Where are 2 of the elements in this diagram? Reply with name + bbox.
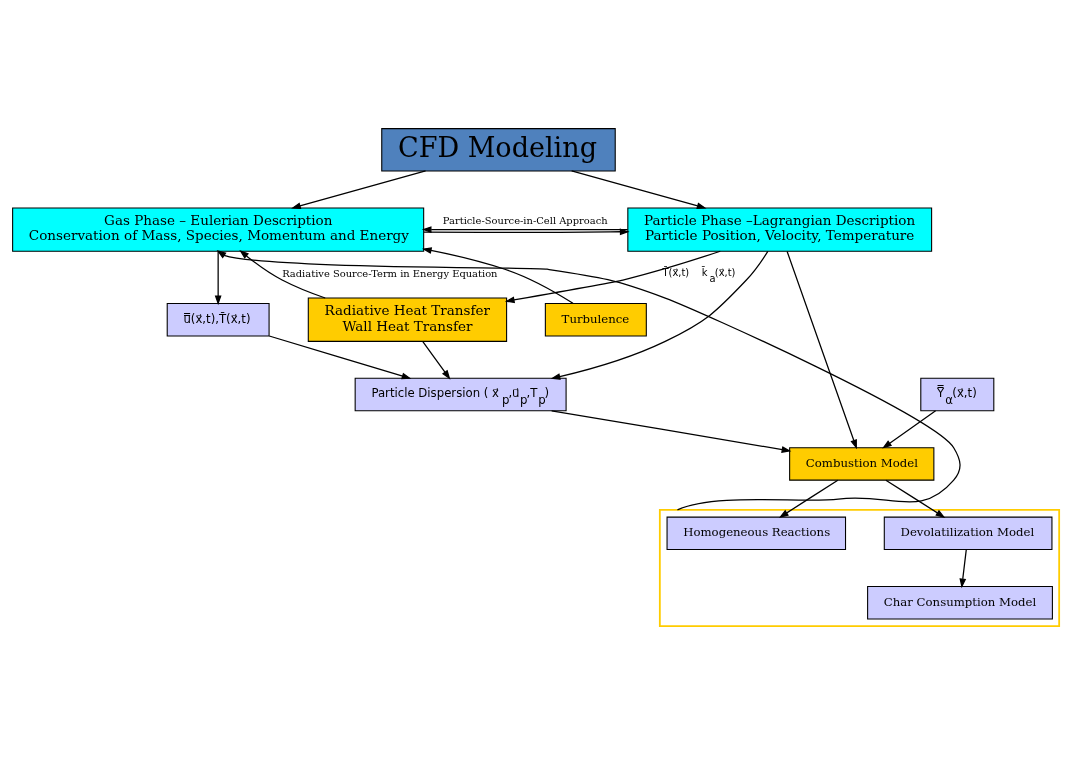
edge-label: Radiative Source-Term in Energy Equation (282, 268, 498, 280)
edge-label: Particle-Source-in-Cell Approach (442, 214, 608, 226)
